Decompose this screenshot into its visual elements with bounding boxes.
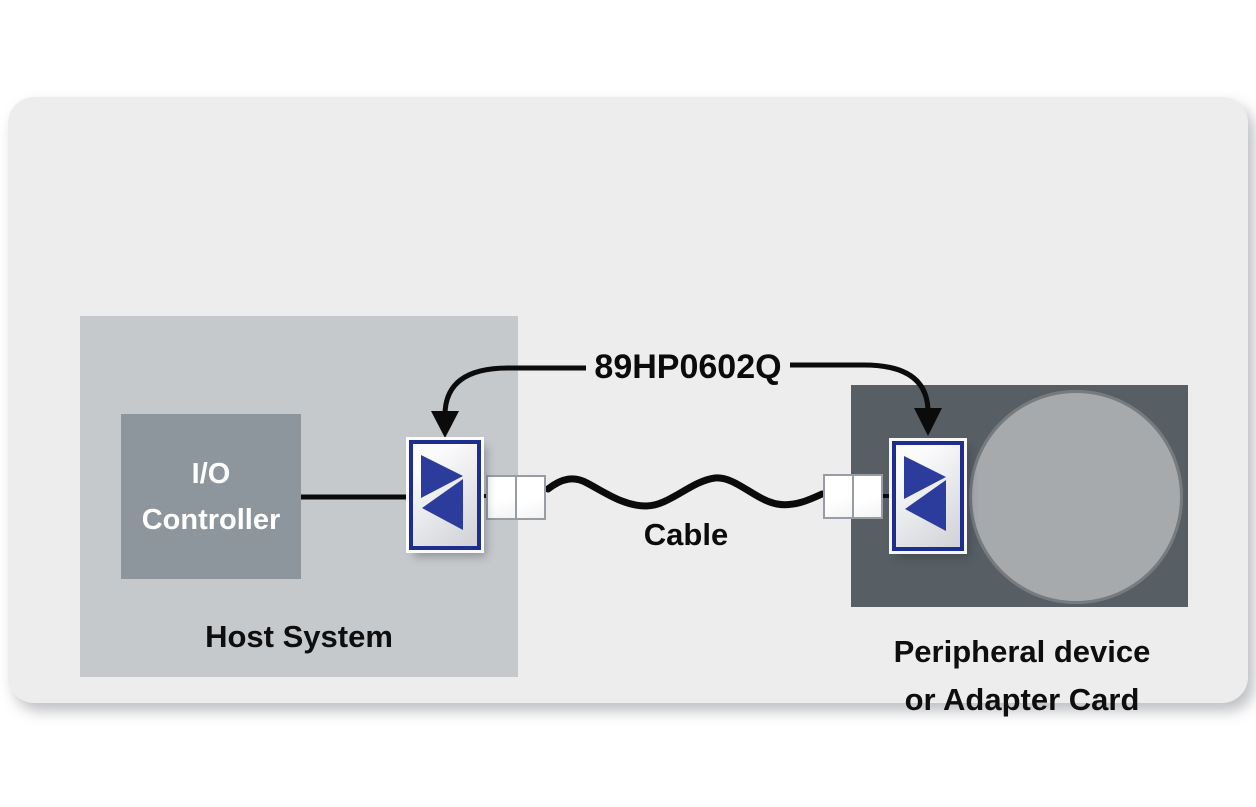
repeater-chip-peripheral [892, 441, 964, 551]
repeater-chip-host [409, 440, 481, 550]
peripheral-caption-line2: or Adapter Card [904, 682, 1140, 717]
io-controller-label-line2: Controller [141, 503, 281, 536]
connector-pin-icon [515, 475, 546, 520]
disk-circle [969, 390, 1183, 604]
io-controller-box: I/O Controller [121, 414, 301, 579]
host-system-label: Host System [205, 619, 393, 654]
peripheral-caption-line1: Peripheral device [893, 634, 1151, 669]
connector-pin-icon [852, 474, 883, 519]
connector-pin-icon [486, 475, 517, 520]
io-controller-label-line1: I/O [191, 457, 231, 490]
cable-wave [544, 474, 826, 510]
diagram-panel: I/O Controller Host System [8, 97, 1248, 717]
cable-label: Cable [643, 517, 729, 552]
part-number-label: 89HP0602Q [594, 348, 782, 386]
bidirectional-triangles-icon [904, 456, 946, 531]
cable-connector-left [486, 475, 546, 520]
connector-pin-icon [823, 474, 854, 519]
cable-connector-right [823, 474, 883, 519]
bidirectional-triangles-icon [421, 455, 463, 530]
peripheral-caption: Peripheral device or Adapter Card [894, 628, 1151, 724]
